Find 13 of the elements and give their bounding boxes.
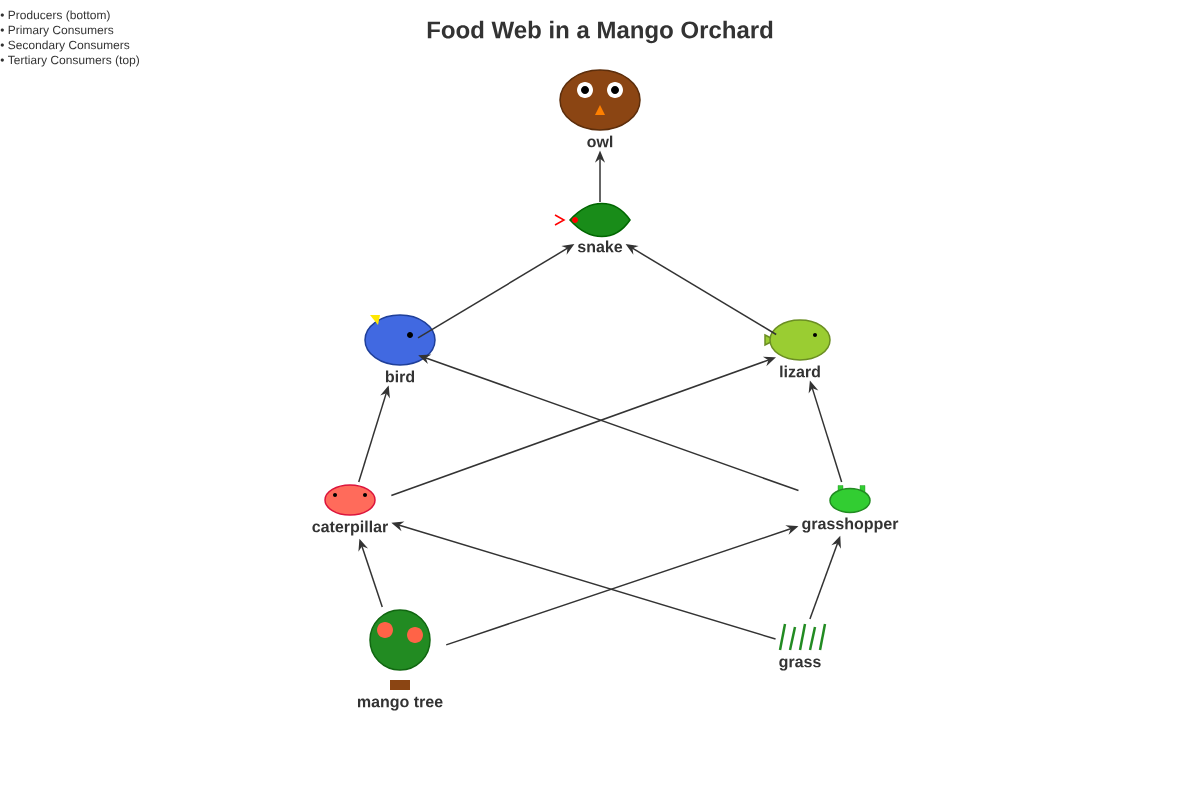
list-item: • Primary Consumers	[0, 25, 114, 37]
node-label: grasshopper	[802, 517, 899, 533]
list-item: • Producers (bottom)	[0, 10, 110, 22]
node-label: bird	[385, 370, 415, 383]
node-label: snake	[577, 240, 623, 253]
node-label: caterpillar	[312, 520, 388, 536]
node-label: owl	[587, 135, 613, 148]
list-item: • Secondary Consumers	[0, 40, 130, 52]
node-label: lizard	[780, 365, 820, 378]
list-item: • Tertiary Consumers (top)	[0, 55, 139, 67]
title: Food Web in a Mango Orchard	[427, 20, 773, 44]
node-label: grass	[779, 658, 821, 671]
node-label: mango tree	[357, 696, 443, 711]
